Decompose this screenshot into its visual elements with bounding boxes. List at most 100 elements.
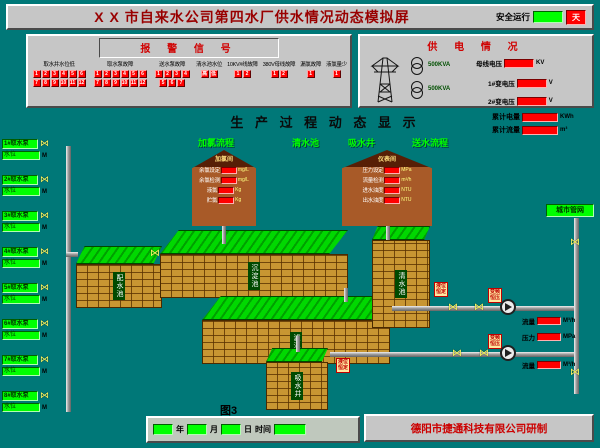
tank-top [160,230,348,254]
month-display [187,424,207,435]
transformer1-voltage-row: 1#变电压 V [488,78,553,88]
safe-run-indicator: 安全运行 天 [496,9,592,25]
alarm-indicator: 低 [209,70,218,78]
alarm-group-chlorine-leak: 漏氯故障 1 [300,62,322,78]
valve-icon: ⋈ [570,367,580,378]
chlorine-value-display [220,176,237,184]
tank-top [202,296,390,320]
status-tag-level: 液位恒定 [434,282,448,297]
pipe [386,226,390,240]
alarm-indicator: 11 [129,79,138,87]
water-level-unit: M [42,368,47,375]
alarm-indicator: 10 [59,79,68,87]
intake-pump-group: 2#取水泵 ⋈ 水位 M [2,174,68,210]
alarm-indicator: 5 [68,70,77,78]
meter-value-display [384,196,401,204]
alarm-indicator: 5 [159,79,168,87]
alarm-indicator: 6 [77,70,86,78]
alarm-indicator: 4 [181,70,190,78]
meter-value-display [384,186,401,194]
total-flow-display [522,125,558,135]
pump-label: 8#取水泵 [2,390,38,401]
intake-pump-group: 5#取水泵 ⋈ 水位 M [2,282,68,318]
transformer2-voltage-display [516,96,547,106]
valve-icon: ⋈ [40,246,49,256]
water-level-unit: M [42,152,47,159]
total-energy-display [522,112,558,122]
meter-value-display [384,166,401,174]
alarm-group-clearwell-level: 清水池水位 高低 [196,62,223,78]
clear-water-tank: 清水池 [372,226,430,328]
intake-pump-group: 3#取水泵 ⋈ 水位 M [2,210,68,246]
alarm-indicator: 6 [138,70,147,78]
valve-icon: ⋈ [570,237,580,248]
distribution-tank: 配水池 [76,246,162,308]
tank-front: 吸水井 [266,362,328,410]
transformer1-voltage-display [516,78,547,88]
intake-pump-group: 6#取水泵 ⋈ 水位 M [2,318,68,354]
tank-front: 清水池 [372,240,430,328]
alarm-panel-title: 报 警 信 号 [140,44,238,55]
valve-icon: ⋈ [40,138,49,148]
water-level-unit: M [42,260,47,267]
pump-label: 3#取水泵 [2,210,38,221]
valve-icon: ⋈ [448,302,458,313]
tank-name: 清水池 [395,270,407,298]
water-level-unit: M [42,332,47,339]
alarm-indicator: 3 [111,70,120,78]
day-display [221,424,241,435]
alarm-indicator: 1 [332,70,341,78]
transformer2-rating: 500KVA [428,86,451,92]
supply-pump-icon [500,299,516,315]
alarm-indicator: 4 [120,70,129,78]
month-label: 月 [210,425,218,434]
water-level-display: 水位 [2,295,40,304]
flow-display [537,317,561,325]
transformer-icon [411,81,423,99]
flow-label-supply: 送水流程 [412,138,449,148]
alarm-indicator: 2 [163,70,172,78]
valve-icon: ⋈ [150,248,160,259]
pipe [222,226,226,244]
status-tag-vfd: 变频恒压 [488,288,502,303]
alarm-indicator: 2 [41,70,50,78]
year-label: 年 [176,425,184,434]
intake-pump-group: 1#取水泵 ⋈ 水位 M [2,138,68,174]
alarm-indicator: 10 [120,79,129,87]
pipe [66,252,78,257]
city-network-label: 城市管网 [546,204,594,217]
credit-text: 德阳市捷通科技有限公司研制 [410,422,548,435]
credit-box: 德阳市捷通科技有限公司研制 [364,414,594,442]
meter-room-row: 压力设定 MPa [362,166,412,174]
alarm-indicator: 2 [102,70,111,78]
alarm-panel-title-strip: 报 警 信 号 [99,38,279,58]
pump-label: 2#取水泵 [2,174,38,185]
date-panel: 年 月 日 时间 [146,416,360,443]
water-level-display: 水位 [2,259,40,268]
intake-pump-group: 7#取水泵 ⋈ 水位 M [2,354,68,390]
tank-name: 吸水井 [291,372,303,400]
title-bar: X X 市自来水公司第四水厂供水情况动态模拟屏 安全运行 天 [6,4,594,30]
flow-label-clearwell: 清水池 [292,138,320,148]
flow-row-2: 流量 M³/h [522,361,576,370]
alarm-indicator: 2 [242,70,251,78]
transformer1-rating: 500KVA [428,62,451,68]
water-level-display: 水位 [2,187,40,196]
chlorine-value-display [218,186,235,194]
pipe [574,218,579,394]
supply-pump-icon [500,345,516,361]
alarm-indicator: 1 [233,70,242,78]
flow-label-suction-well: 吸水井 [348,138,376,148]
tank-name: 配水池 [113,272,125,300]
pressure-row: 压力 MPa [522,333,576,342]
pipe [66,146,71,412]
pump-label: 6#取水泵 [2,318,38,329]
time-label: 时间 [255,425,271,434]
alarm-indicator: 3 [172,70,181,78]
pump-label: 5#取水泵 [2,282,38,293]
valve-icon: ⋈ [40,354,49,364]
